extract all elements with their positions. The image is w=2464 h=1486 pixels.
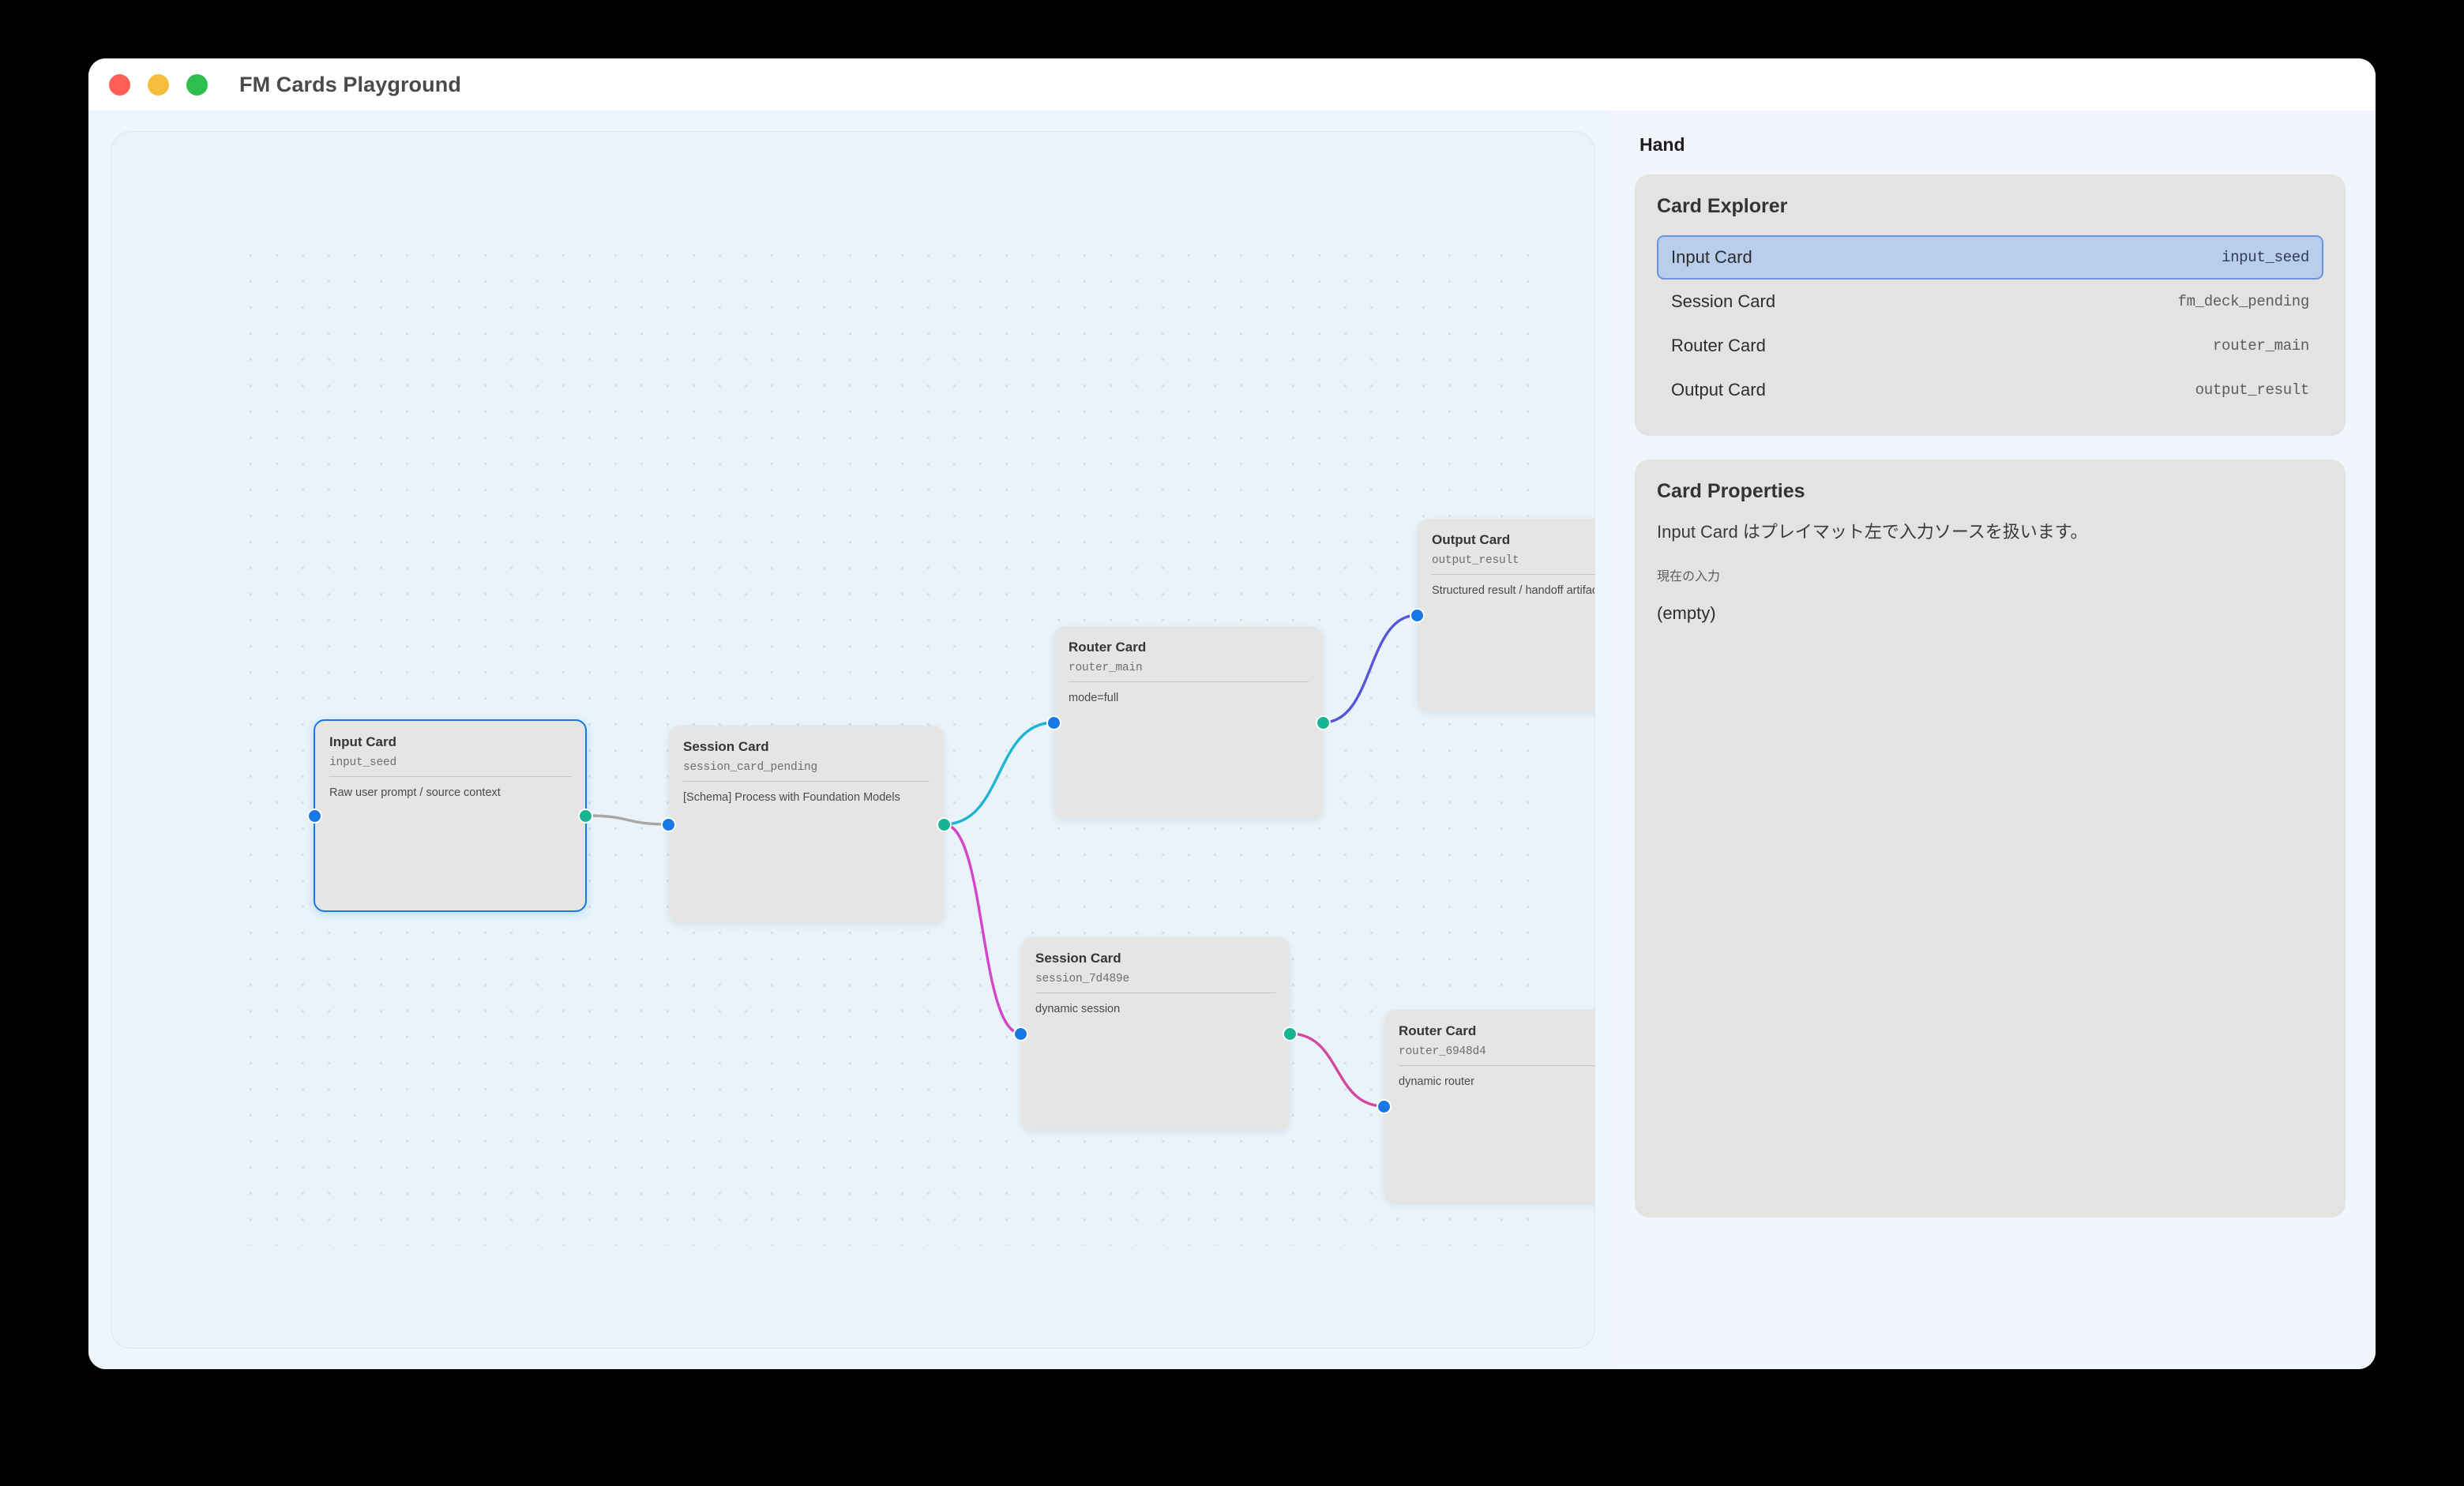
edge-session_card_pending-to-session_7d489e [942,823,1023,1035]
card-properties-sublabel: 現在の入力 [1657,569,1721,584]
card-explorer-title: Card Explorer [1657,195,1788,217]
node-output-handle[interactable] [578,808,593,824]
node-id: output_result [1432,554,1519,568]
explorer-row-output_result[interactable]: Output Card output_result [1657,368,2323,412]
node-title: Input Card [329,734,396,749]
graph-node-router_main[interactable]: Router Card router_main mode=full [1046,626,1331,819]
node-body-text: [Schema] Process with Foundation Models [683,791,900,805]
node-title: Router Card [1399,1023,1477,1038]
close-window-icon[interactable] [109,73,130,96]
node-title: Session Card [683,739,769,754]
node-title: Router Card [1069,640,1147,655]
node-body-text: Raw user prompt / source context [329,786,501,800]
node-divider [329,776,571,778]
edge-session_7d489e-to-router_6948d4 [1288,1032,1386,1108]
explorer-row-name: Session Card [1671,291,1776,311]
explorer-row-id: input_seed [2221,249,2309,266]
app-window: FM Cards Playground Input Card input_seed… [88,58,2376,1369]
node-input-handle[interactable] [1377,1098,1392,1114]
explorer-row-name: Output Card [1671,380,1766,400]
node-id: input_seed [329,756,397,770]
traffic-light-group [109,73,208,96]
node-output-handle[interactable] [1283,1026,1298,1041]
maximize-window-icon[interactable] [186,73,208,96]
node-input-handle[interactable] [1046,715,1061,730]
node-input-handle[interactable] [1013,1026,1028,1041]
explorer-row-name: Input Card [1671,247,1752,267]
node-input-handle[interactable] [307,808,322,824]
node-divider [1432,574,1594,576]
node-divider [683,781,930,782]
node-divider [1399,1065,1594,1067]
node-divider [1069,681,1309,683]
node-id: session_card_pending [683,761,818,775]
edge-router_main-to-output_result [1321,614,1419,724]
node-body-text: dynamic router [1399,1075,1474,1089]
node-output-handle[interactable] [937,816,952,832]
node-body-text: mode=full [1069,692,1119,705]
edge-input_seed-to-session_card_pending [585,814,670,826]
node-output-handle[interactable] [1316,715,1331,730]
explorer-row-fm_deck_pending[interactable]: Session Card fm_deck_pending [1657,280,2323,324]
node-title: Output Card [1432,532,1511,547]
node-id: router_6948d4 [1399,1045,1486,1059]
node-body-text: Structured result / handoff artifact [1432,584,1595,598]
title-bar: FM Cards Playground [88,58,2376,111]
node-title: Session Card [1035,951,1121,966]
node-input-handle[interactable] [661,816,676,832]
node-body-text: dynamic session [1035,1003,1121,1016]
edge-session_card_pending-to-router_main [942,721,1056,826]
explorer-row-id: router_main [2212,337,2309,355]
explorer-row-router_main[interactable]: Router Card router_main [1657,324,2323,368]
card-properties-title: Card Properties [1657,480,1805,502]
explorer-row-name: Router Card [1671,336,1766,355]
explorer-row-id: fm_deck_pending [2177,293,2309,310]
minimize-window-icon[interactable] [148,73,169,96]
window-title: FM Cards Playground [239,72,461,96]
explorer-row-input_seed[interactable]: Input Card input_seed [1657,235,2323,280]
node-input-handle[interactable] [1410,607,1425,623]
explorer-row-id: output_result [2195,381,2310,399]
node-id: session_7d489e [1035,973,1130,986]
graph-node-session_card_pending[interactable]: Session Card session_card_pending [Schema]… [661,726,952,923]
hand-label: Hand [1640,134,1685,155]
node-id: router_main [1069,662,1143,675]
card-properties-value: (empty) [1657,602,1716,623]
card-properties-description: Input Card はプレイマット左で入力ソースを扱います。 [1657,522,2088,542]
card-properties-panel: Card Properties Input Card はプレイマット左で入力ソー… [1635,460,2346,1218]
